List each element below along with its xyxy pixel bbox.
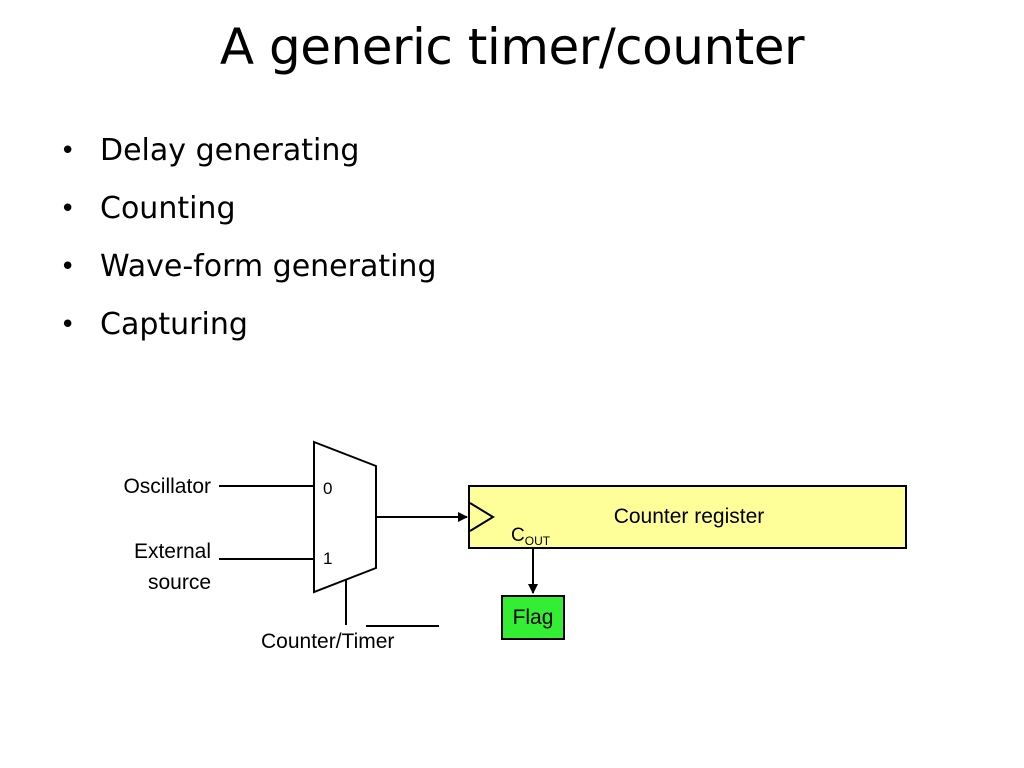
bullet-text: Counting bbox=[100, 191, 236, 226]
bullet-dot: • bbox=[60, 194, 76, 224]
external-label-line1: External bbox=[134, 540, 211, 563]
bullet-item: • Counting bbox=[60, 180, 437, 238]
multiplexer bbox=[313, 440, 377, 594]
bullet-dot: • bbox=[60, 136, 76, 166]
bullet-item: • Wave-form generating bbox=[60, 238, 437, 296]
bullet-text: Delay generating bbox=[100, 133, 360, 168]
flag-box bbox=[501, 595, 565, 640]
slide-title: A generic timer/counter bbox=[219, 18, 805, 76]
counter-register bbox=[468, 485, 907, 549]
mux-input-1-label: 1 bbox=[323, 549, 332, 568]
cout-main: C bbox=[511, 525, 525, 546]
bullet-item: • Delay generating bbox=[60, 122, 437, 180]
bullet-dot: • bbox=[60, 310, 76, 340]
external-label-line2: source bbox=[148, 571, 211, 594]
cout-subscript: OUT bbox=[525, 534, 551, 548]
oscillator-label: Oscillator bbox=[123, 475, 211, 498]
cout-label: COUT bbox=[511, 525, 551, 548]
bullet-item: • Capturing bbox=[60, 296, 437, 354]
flag-label: Flag bbox=[513, 606, 554, 629]
bullet-text: Capturing bbox=[100, 307, 248, 342]
clock-input-triangle bbox=[469, 502, 495, 532]
counter-timer-label: Counter/Timer bbox=[261, 630, 394, 653]
bullet-list: • Delay generating • Counting • Wave-for… bbox=[60, 122, 437, 354]
counter-register-label: Counter register bbox=[614, 505, 765, 528]
bullet-dot: • bbox=[60, 252, 76, 282]
mux-input-0-label: 0 bbox=[323, 479, 332, 498]
bullet-text: Wave-form generating bbox=[100, 249, 437, 284]
